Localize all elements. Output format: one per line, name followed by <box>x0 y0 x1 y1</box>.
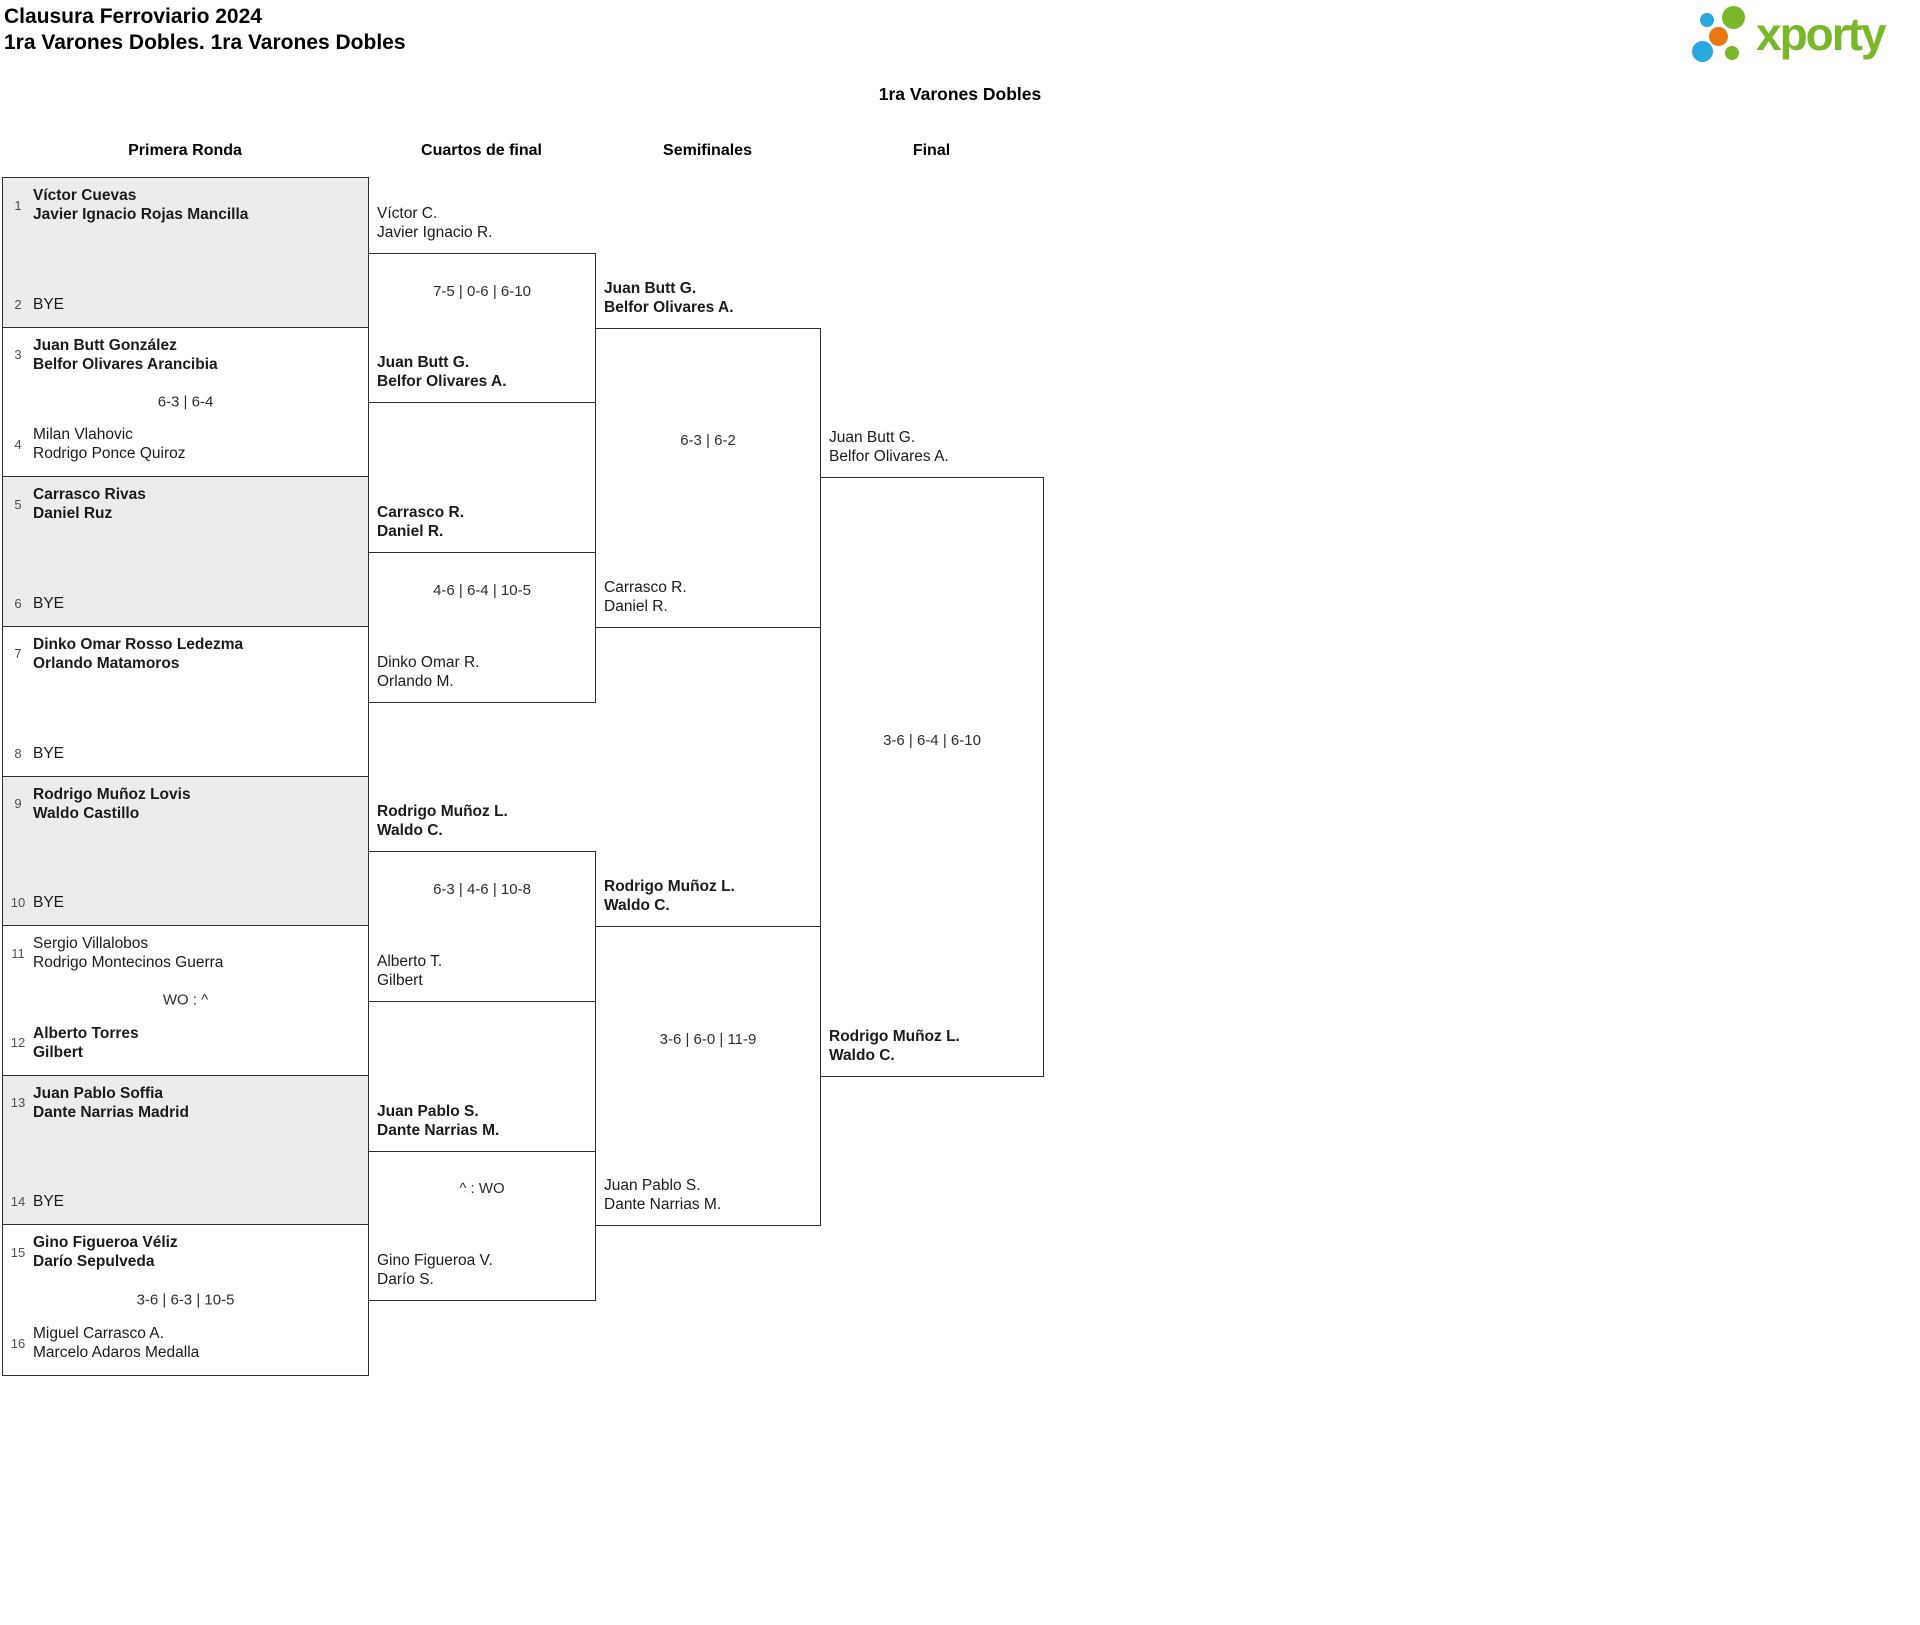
team-name: Juan Butt G.Belfor Olivares A. <box>377 354 507 391</box>
match-score: ^ : WO <box>459 1180 505 1198</box>
team-name: Alberto T.Gilbert <box>377 952 443 989</box>
match-score: 6-3 | 6-4 <box>157 393 214 411</box>
team-name: Juan Butt G.Belfor Olivares A. <box>829 429 949 466</box>
seed-number: 6 <box>14 595 22 611</box>
match-score: 3-6 | 6-0 | 11-9 <box>659 1030 757 1048</box>
bracket-title: 1ra Varones Dobles <box>878 84 1042 104</box>
team-slot: 6 BYE <box>3 594 360 613</box>
team-name: Rodrigo Muñoz L.Waldo C. <box>829 1027 960 1064</box>
team-name: Víctor C.Javier Ignacio R. <box>377 204 493 241</box>
team-name: Rodrigo Muñoz L.Waldo C. <box>377 803 508 840</box>
match-score: 3-6 | 6-3 | 10-5 <box>136 1291 235 1309</box>
match-box-final-1: 3-6 | 6-4 | 6-10 <box>820 477 1044 1077</box>
logo-dot-4 <box>1692 41 1713 62</box>
page-title: Clausura Ferroviario 2024 <box>4 5 262 28</box>
seed-number: 3 <box>14 347 22 363</box>
seed-number: 13 <box>10 1095 26 1111</box>
match-score: 7-5 | 0-6 | 6-10 <box>433 282 531 300</box>
logo-dot-2 <box>1722 6 1745 29</box>
seed-number: 10 <box>10 895 26 911</box>
team-name: Gino Figueroa V.Darío S. <box>377 1252 493 1289</box>
seed-number: 5 <box>14 496 22 512</box>
team-name: Juan Pablo S.Dante Narrias M. <box>377 1102 500 1139</box>
team-slot: 2 BYE <box>3 295 360 314</box>
round-header-3: Semifinales <box>663 142 752 159</box>
team-name: Juan Butt G.Belfor Olivares A. <box>604 279 734 316</box>
seed-number: 14 <box>10 1194 26 1210</box>
team-slot: 10 BYE <box>3 893 360 912</box>
seed-number: 15 <box>10 1244 26 1260</box>
team-name: Miguel Carrasco A.Marcelo Adaros Medalla <box>33 1325 200 1361</box>
xporty-logo[interactable]: xporty <box>1688 0 1920 72</box>
team-name: BYE <box>33 894 65 912</box>
seed-number: 2 <box>14 296 22 312</box>
team-name: BYE <box>33 1193 65 1211</box>
team-name: Dinko Omar R.Orlando M. <box>377 653 480 690</box>
logo-dot-3 <box>1709 27 1728 46</box>
team-name: Rodrigo Muñoz L.Waldo C. <box>604 878 735 915</box>
team-name: Juan Pablo S.Dante Narrias M. <box>604 1177 722 1214</box>
logo-dot-5 <box>1725 46 1739 60</box>
seed-number: 7 <box>14 646 22 662</box>
seed-number: 8 <box>14 745 22 761</box>
team-name: BYE <box>33 744 65 762</box>
page-subtitle: 1ra Varones Dobles. 1ra Varones Dobles <box>4 31 406 54</box>
seed-number: 16 <box>10 1335 26 1351</box>
seed-number: 4 <box>14 436 22 452</box>
team-name: Carrasco R.Daniel R. <box>377 504 465 541</box>
team-name: BYE <box>33 295 65 313</box>
seed-number: 9 <box>14 796 22 811</box>
match-score: 6-3 | 6-2 <box>680 432 736 450</box>
team-name: Carrasco R.Daniel R. <box>604 578 687 615</box>
team-name: BYE <box>33 594 65 612</box>
team-slot: 8 BYE <box>3 744 360 763</box>
team-slot: 14 BYE <box>3 1192 360 1211</box>
match-score: WO : ^ <box>162 991 209 1009</box>
round-header-2: Cuartos de final <box>421 142 542 159</box>
match-score: 3-6 | 6-4 | 6-10 <box>883 731 981 749</box>
match-score: 6-3 | 4-6 | 10-8 <box>433 881 531 899</box>
match-score: 4-6 | 6-4 | 10-5 <box>433 581 531 599</box>
round-header-4: Final <box>912 142 951 159</box>
seed-number: 11 <box>11 945 25 961</box>
team-slot: 16 Miguel Carrasco A.Marcelo Adaros Medal… <box>3 1324 360 1362</box>
logo-dot-1 <box>1700 13 1714 27</box>
round-header-1: Primera Ronda <box>128 142 242 159</box>
seed-number: 12 <box>10 1035 26 1051</box>
seed-number: 1 <box>14 197 22 213</box>
logo-wordmark: xporty <box>1756 8 1887 60</box>
